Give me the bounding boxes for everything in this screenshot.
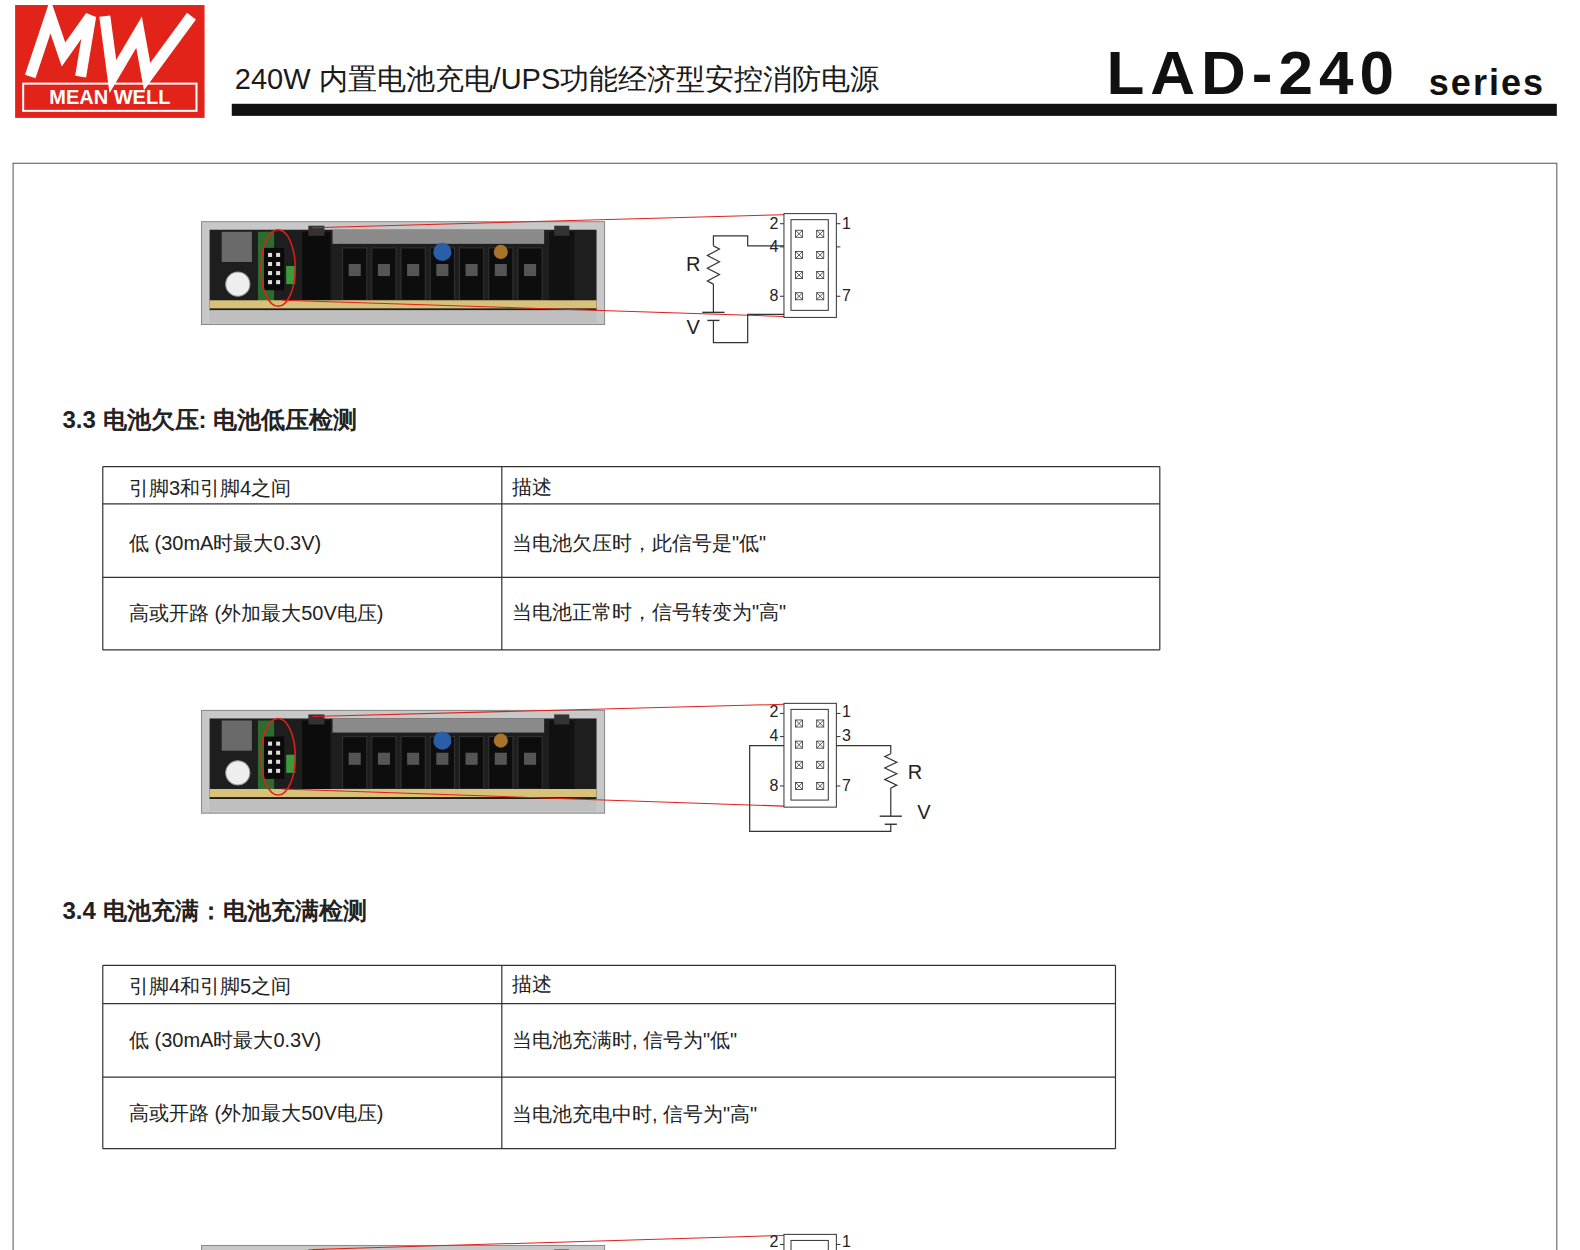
table-header: 描述: [512, 972, 552, 996]
pin-number: 1: [842, 703, 851, 722]
table-cell: 当电池充满时, 信号为"低": [512, 1028, 737, 1052]
table-cell: 当电池充电中时, 信号为"高": [512, 1102, 757, 1126]
table-cell: 当电池正常时，信号转变为"高": [512, 600, 786, 624]
section-heading: 3.3 电池欠压: 电池低压检测: [62, 406, 357, 435]
wire: [836, 746, 890, 754]
logo-text: MEAN WELL: [49, 85, 170, 109]
product-photo: [202, 1245, 605, 1250]
signal-table: [103, 467, 1160, 650]
wire: [713, 284, 714, 312]
component-label: R: [908, 760, 922, 784]
battery-symbol: [885, 824, 897, 825]
logo-band: [23, 84, 196, 111]
wire: [890, 788, 891, 816]
drawing: [13, 5, 1557, 1250]
component-label: V: [687, 315, 700, 339]
page-title: 240W 内置电池充电/UPS功能经济型安控消防电源: [235, 61, 880, 96]
pin-number: 7: [842, 287, 851, 306]
leader-line: [282, 300, 784, 316]
table-header: 引脚4和引脚5之间: [129, 974, 291, 998]
pin-number: 3: [842, 726, 851, 745]
pin-number: 8: [769, 287, 778, 306]
signal-table: [103, 965, 1116, 1148]
pin-number: 8: [769, 776, 778, 795]
table-header: 引脚3和引脚4之间: [129, 476, 291, 500]
pin-connector: [780, 703, 840, 807]
table-header: 描述: [512, 475, 552, 499]
pin-number: 2: [769, 1233, 778, 1250]
series-label: series: [1429, 61, 1545, 104]
leader-line: [312, 704, 784, 716]
logo-m: [30, 16, 90, 76]
logo-box: [15, 5, 204, 118]
leader-line: [312, 215, 784, 228]
leader-line: [282, 789, 784, 806]
section-heading: 3.4 电池充满：电池充满检测: [62, 897, 366, 926]
pin-number: 4: [769, 237, 778, 256]
resistor-symbol: [885, 754, 897, 788]
table-cell: 低 (30mA时最大0.3V): [129, 1028, 321, 1052]
wire: [713, 314, 784, 342]
component-label: R: [686, 252, 700, 276]
table-cell: 当电池欠压时，此信号是"低": [512, 531, 766, 555]
component-label: V: [917, 800, 930, 824]
pin-number: 1: [842, 214, 851, 233]
battery-symbol: [702, 312, 724, 313]
pin-number: 4: [769, 726, 778, 745]
pin-number: 1: [842, 1233, 851, 1250]
leader-line: [312, 1235, 784, 1249]
resistor-symbol: [707, 246, 719, 284]
model-name: LAD-240: [1106, 35, 1400, 109]
table-cell: 高或开路 (外加最大50V电压): [129, 601, 383, 625]
pin-number: 7: [842, 776, 851, 795]
content-frame: [13, 163, 1557, 1250]
pin-number: 2: [769, 703, 778, 722]
logo-w: [105, 16, 192, 76]
table-cell: 高或开路 (外加最大50V电压): [129, 1101, 383, 1125]
pin-number: 2: [769, 214, 778, 233]
pin-connector: [780, 1234, 840, 1250]
pin-connector: [780, 214, 840, 318]
table-cell: 低 (30mA时最大0.3V): [129, 531, 321, 555]
wire: [750, 746, 891, 832]
